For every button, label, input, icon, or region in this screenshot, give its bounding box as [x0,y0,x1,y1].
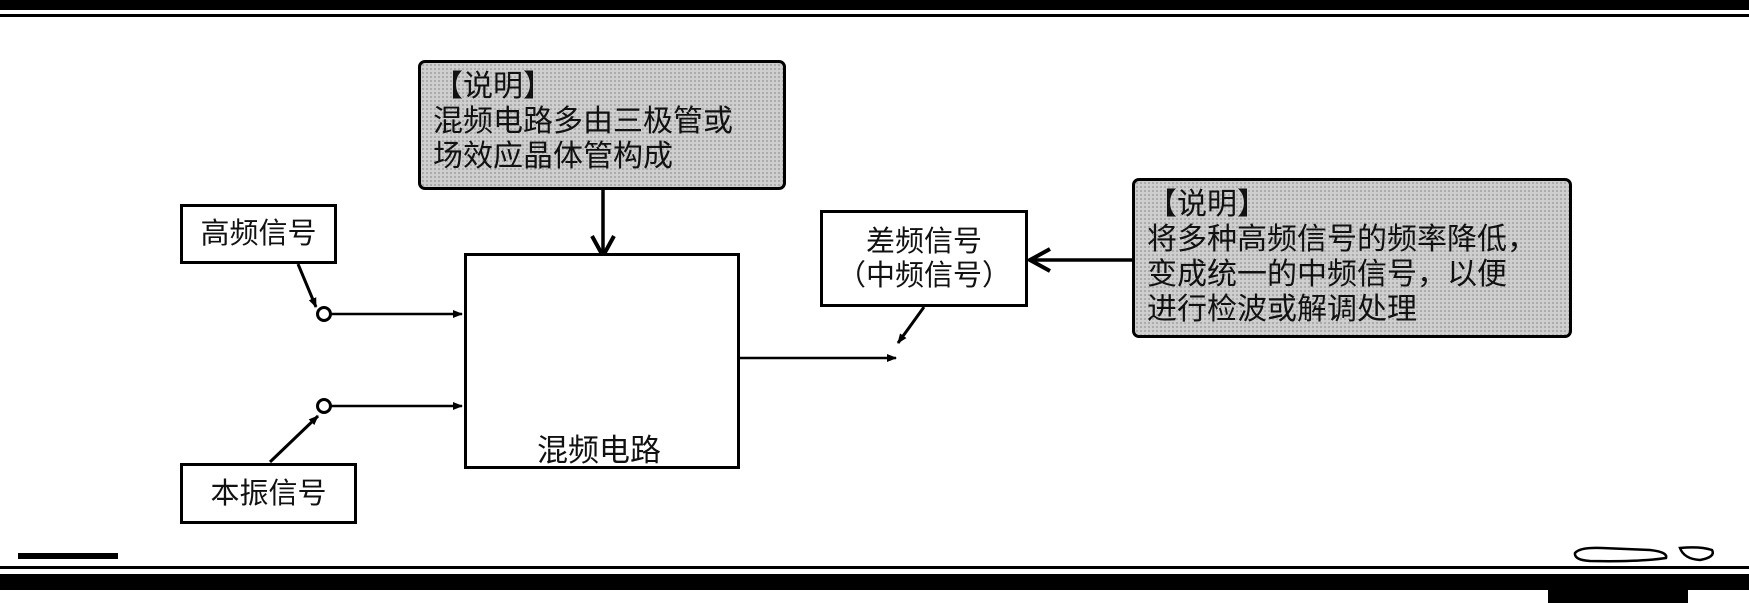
pointer-output [896,306,926,344]
note-top-line-1: 混频电路多由三极管或 [433,104,733,139]
bottom-right-block [1548,588,1688,603]
note-right-title: 【说明】 [1147,187,1267,222]
note-top: 【说明】 混频电路多由三极管或 场效应晶体管构成 [418,60,786,190]
pointer-high-freq [296,263,318,308]
note-right: 【说明】 将多种高频信号的频率降低， 变成统一的中频信号，以便 进行检波或解调处… [1132,178,1572,338]
note-right-line-3: 进行检波或解调处理 [1147,292,1417,327]
output-line-1: 差频信号 [865,224,982,259]
mixer-block [464,253,740,469]
note-right-line-1: 将多种高频信号的频率降低， [1147,222,1537,257]
top-rule-thin [0,14,1749,17]
scribble-mark-icon [1573,546,1714,563]
terminal-high-freq [316,306,332,322]
note-top-title: 【说明】 [433,69,553,104]
output-line-2: （中频信号） [836,257,1011,292]
top-rule-thick [0,0,1749,10]
input-high-freq-label: 高频信号 [200,216,317,251]
mixer-label: 混频电路 [537,433,661,469]
bottom-rule-accent [18,553,118,559]
input-local-osc-box: 本振信号 [180,463,357,524]
note-top-line-2: 场效应晶体管构成 [433,139,673,174]
terminal-local-osc [316,398,332,414]
pointer-local-osc [268,414,320,464]
output-box: 差频信号 （中频信号） [820,210,1028,307]
input-local-osc-label: 本振信号 [210,475,327,510]
input-high-freq-box: 高频信号 [180,204,337,264]
note-right-line-2: 变成统一的中频信号，以便 [1147,257,1507,292]
bottom-rule-thin [0,566,1749,569]
bottom-rule-thick [0,574,1749,590]
